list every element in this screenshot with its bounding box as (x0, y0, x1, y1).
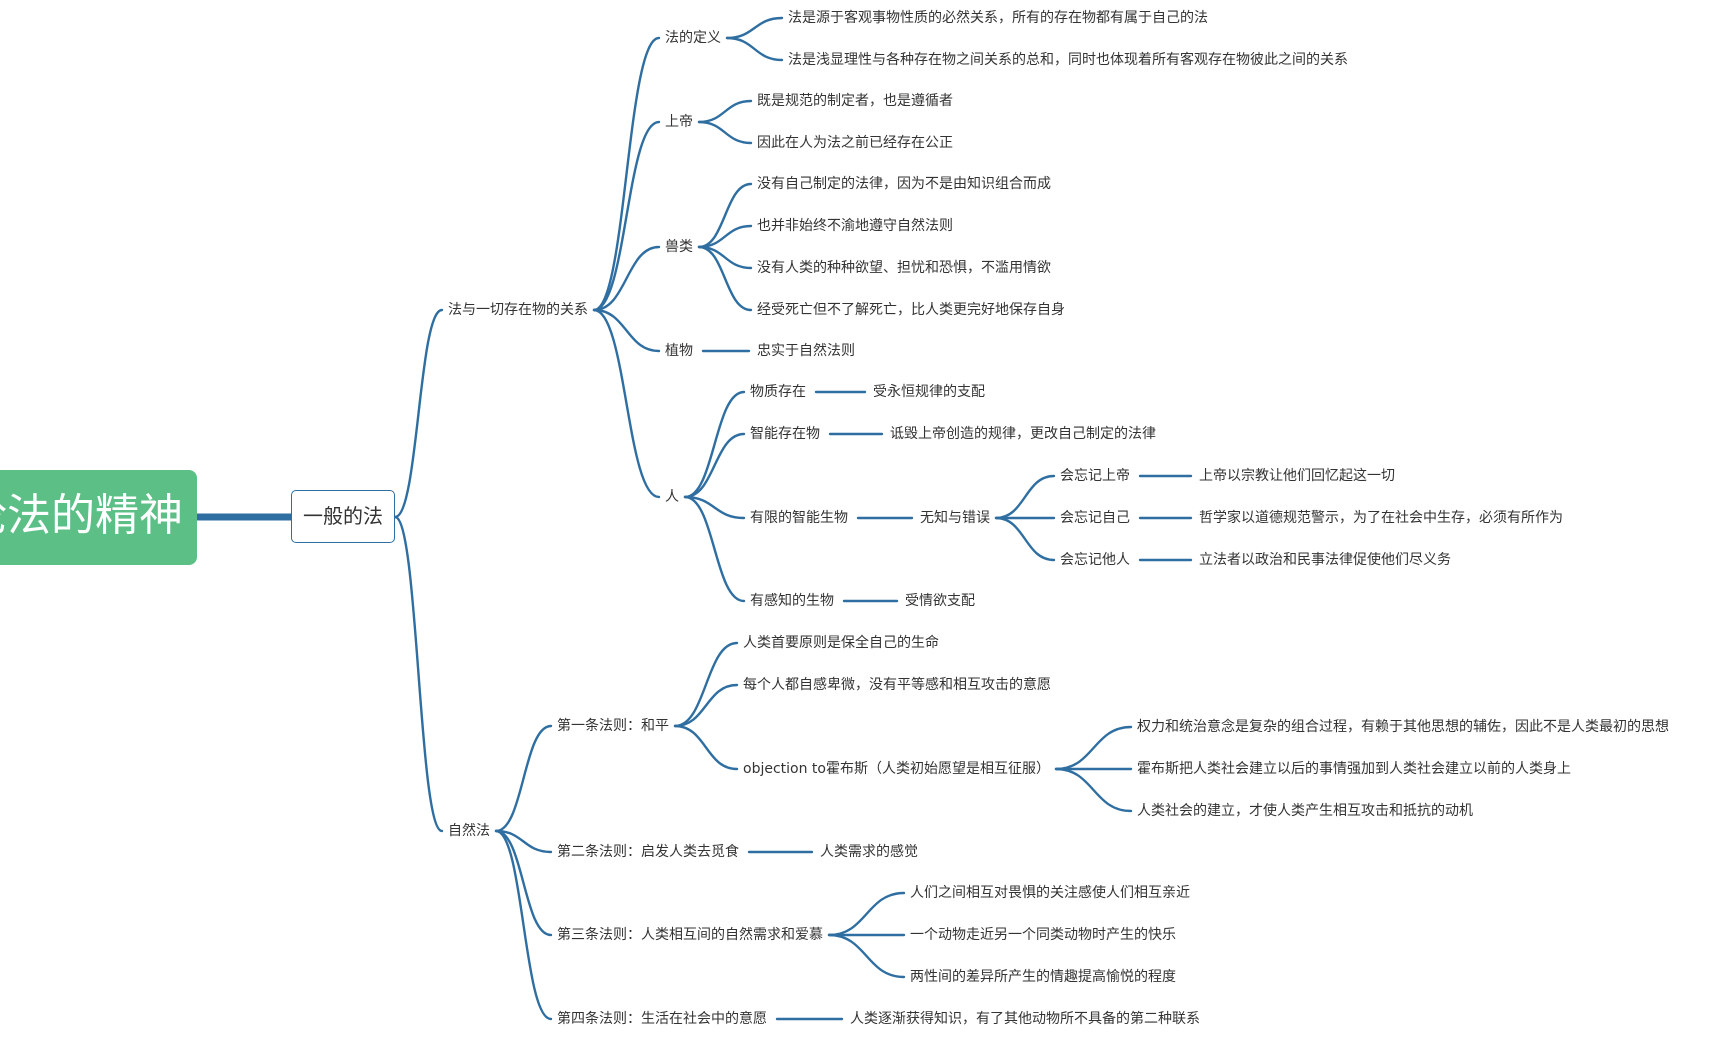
connector-line (592, 308, 661, 499)
topic-node[interactable]: 法是浅显理性与各种存在物之间关系的总和，同时也体现着所有客观存在物彼此之间的关系 (788, 52, 1348, 68)
topic-node[interactable]: 法的定义 (665, 30, 721, 46)
connector-line (673, 683, 739, 728)
connector-line (683, 432, 746, 499)
connector-line (827, 891, 906, 937)
main-branch-connector (393, 515, 444, 833)
topic-node[interactable]: 会忘记他人 (1060, 552, 1130, 568)
connector-line (494, 829, 553, 854)
topic-node[interactable]: 有感知的生物 (750, 593, 834, 609)
topic-node[interactable]: 第四条法则：生活在社会中的意愿 (557, 1011, 767, 1027)
connector-line (725, 36, 784, 62)
connector-line (827, 933, 906, 979)
root-topic-label: 论法的精神 (0, 490, 183, 541)
topic-node[interactable]: 每个人都自感卑微，没有平等感和相互攻击的意愿 (743, 677, 1051, 693)
topic-node[interactable]: 受永恒规律的支配 (873, 384, 985, 400)
connector-line (592, 245, 661, 312)
connector-line (1054, 767, 1133, 813)
connector-line (697, 182, 753, 249)
connector-line (592, 36, 661, 312)
main-branch-connector (393, 308, 444, 519)
connector-line (673, 641, 739, 728)
connector-line (994, 516, 1056, 562)
topic-node[interactable]: 人类首要原则是保全自己的生命 (743, 635, 939, 651)
topic-node[interactable]: 上帝以宗教让他们回忆起这一切 (1199, 468, 1395, 484)
topic-node[interactable]: 无知与错误 (920, 510, 990, 526)
connector-line (494, 829, 553, 937)
topic-node[interactable]: 会忘记上帝 (1060, 468, 1130, 484)
connector-line (697, 99, 753, 124)
topic-node[interactable]: 诋毁上帝创造的规律，更改自己制定的法律 (890, 426, 1156, 442)
topic-node[interactable]: 第二条法则：启发人类去觅食 (557, 844, 739, 860)
topic-node[interactable]: 权力和统治意念是复杂的组合过程，有赖于其他思想的辅佐，因此不是人类最初的思想 (1137, 719, 1669, 735)
topic-node[interactable]: 经受死亡但不了解死亡，比人类更完好地保存自身 (757, 302, 1065, 318)
topic-node[interactable]: 立法者以政治和民事法律促使他们尽义务 (1199, 552, 1451, 568)
connector-line (683, 390, 746, 499)
topic-node[interactable]: 物质存在 (750, 384, 806, 400)
topic-node[interactable]: 法是源于客观事物性质的必然关系，所有的存在物都有属于自己的法 (788, 10, 1208, 26)
connector-line (683, 495, 746, 603)
topic-node[interactable]: 自然法 (448, 823, 490, 839)
topic-node[interactable]: 也并非始终不渝地遵守自然法则 (757, 218, 953, 234)
connector-line (994, 474, 1056, 520)
connector-line (494, 829, 553, 1021)
topic-node[interactable]: 植物 (665, 343, 693, 359)
main-topic[interactable]: 一般的法 (291, 490, 395, 543)
topic-node[interactable]: 兽类 (665, 239, 693, 255)
topic-node[interactable]: 人类社会的建立，才使人类产生相互攻击和抵抗的动机 (1137, 803, 1473, 819)
main-topic-label: 一般的法 (303, 504, 383, 528)
topic-node[interactable]: objection to霍布斯（人类初始愿望是相互征服） (743, 761, 1050, 777)
connector-line (494, 724, 553, 833)
topic-node[interactable]: 人 (665, 489, 679, 505)
topic-node[interactable]: 两性间的差异所产生的情趣提高愉悦的程度 (910, 969, 1176, 985)
connector-line (697, 120, 753, 145)
topic-node[interactable]: 有限的智能生物 (750, 510, 848, 526)
connector-line (725, 16, 784, 40)
topic-node[interactable]: 人们之间相互对畏惧的关注感使人们相互亲近 (910, 885, 1190, 901)
topic-node[interactable]: 人类需求的感觉 (820, 844, 918, 860)
connector-line (592, 308, 661, 353)
topic-node[interactable]: 会忘记自己 (1060, 510, 1130, 526)
topic-node[interactable]: 法与一切存在物的关系 (448, 302, 588, 318)
topic-node[interactable]: 既是规范的制定者，也是遵循者 (757, 93, 953, 109)
topic-node[interactable]: 智能存在物 (750, 426, 820, 442)
connector-line (592, 120, 661, 312)
topic-node[interactable]: 没有自己制定的法律，因为不是由知识组合而成 (757, 176, 1051, 192)
topic-node[interactable]: 因此在人为法之前已经存在公正 (757, 135, 953, 151)
topic-node[interactable]: 没有人类的种种欲望、担忧和恐惧，不滥用情欲 (757, 260, 1051, 276)
connector-line (1054, 725, 1133, 771)
root-topic[interactable]: 论法的精神 (0, 470, 197, 565)
topic-node[interactable]: 忠实于自然法则 (757, 343, 855, 359)
connector-line (683, 495, 746, 520)
topic-node[interactable]: 一个动物走近另一个同类动物时产生的快乐 (910, 927, 1176, 943)
topic-node[interactable]: 第三条法则：人类相互间的自然需求和爱慕 (557, 927, 823, 943)
topic-node[interactable]: 哲学家以道德规范警示，为了在社会中生存，必须有所作为 (1199, 510, 1563, 526)
connector-line (697, 245, 753, 312)
topic-node[interactable]: 人类逐渐获得知识，有了其他动物所不具备的第二种联系 (850, 1011, 1200, 1027)
topic-node[interactable]: 上帝 (665, 114, 693, 130)
topic-node[interactable]: 霍布斯把人类社会建立以后的事情强加到人类社会建立以前的人类身上 (1137, 761, 1571, 777)
connector-line (673, 724, 739, 771)
topic-node[interactable]: 第一条法则：和平 (557, 718, 669, 734)
topic-node[interactable]: 受情欲支配 (905, 593, 975, 609)
